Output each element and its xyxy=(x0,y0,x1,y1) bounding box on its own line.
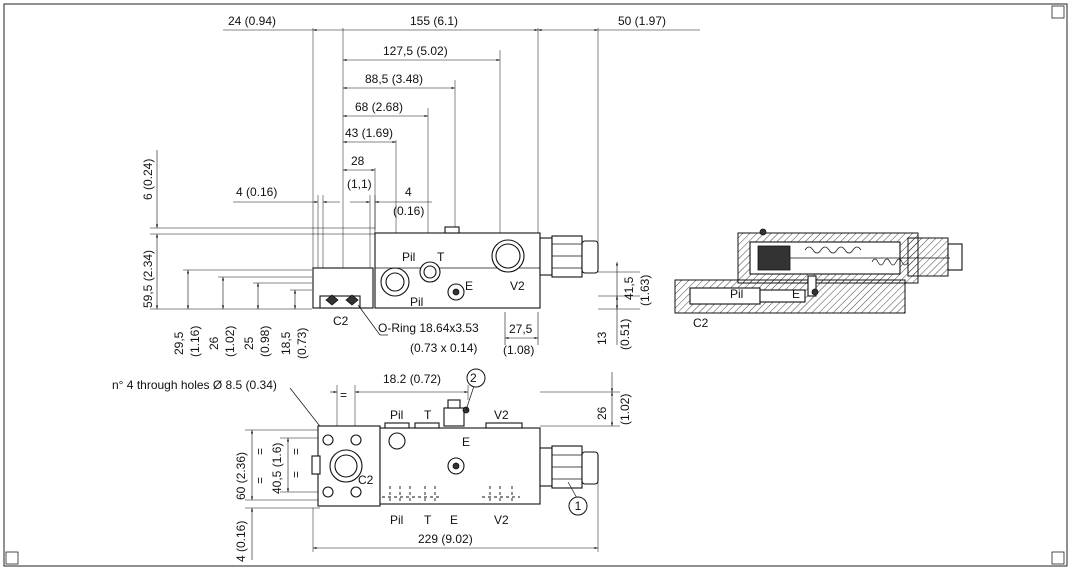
plan-dim-4: 4 (0.16) xyxy=(234,521,248,562)
port-label-pil-top: Pil xyxy=(402,250,415,264)
dim-28: 28 xyxy=(351,154,365,168)
dim-29-5: 29,5 xyxy=(172,331,186,355)
dim-68: 68 (2.68) xyxy=(355,100,403,114)
callout-2: 2 xyxy=(470,371,477,385)
port-label-c2: C2 xyxy=(333,314,349,328)
plan-label-e-bottom: E xyxy=(450,513,458,527)
section-channel-2 xyxy=(759,289,806,303)
plan-label-pil-top: Pil xyxy=(390,408,403,422)
section-end xyxy=(947,243,963,271)
dim-29-5-inch: (1.16) xyxy=(188,326,202,357)
eq-mark-3: = xyxy=(289,448,303,455)
plan-dim-26: 26 xyxy=(595,406,609,420)
dim-41-5-inch: (1.63) xyxy=(638,275,652,306)
side-top-plug xyxy=(444,226,460,234)
plan-label-v2-bottom: V2 xyxy=(494,513,509,527)
eq-mark-top: = xyxy=(340,388,347,402)
section-spring xyxy=(804,246,862,254)
dim-25: 25 xyxy=(242,336,256,350)
plan-label-t-bottom: T xyxy=(424,513,432,527)
dim-26: 26 xyxy=(207,336,221,350)
callout-1: 1 xyxy=(575,499,582,513)
dim-6: 6 (0.24) xyxy=(141,159,155,200)
dim-27-5: 27,5 xyxy=(509,322,533,336)
callout-2-circle xyxy=(466,368,486,388)
port-label-v2: V2 xyxy=(510,279,525,293)
dim-28-inch: (1,1) xyxy=(347,177,372,191)
plan-label-t-top: T xyxy=(424,408,432,422)
callout-1-circle xyxy=(568,496,588,516)
section-label-e: E xyxy=(792,287,800,301)
dim-4-right-inch: (0.16) xyxy=(393,204,424,218)
plan-label-v2-top: V2 xyxy=(494,408,509,422)
dim-26-inch: (1.02) xyxy=(223,326,237,357)
holes-note: n° 4 through holes Ø 8.5 (0.34) xyxy=(112,378,277,392)
plan-label-c2: C2 xyxy=(358,473,374,487)
section-spring-right xyxy=(871,258,909,266)
mount-hole-3 xyxy=(322,486,334,498)
plan-port-pil xyxy=(388,432,406,450)
oring-label: O-Ring 18.64x3.53 xyxy=(378,321,479,335)
dim-88-5: 88,5 (3.48) xyxy=(365,72,423,86)
section-piston xyxy=(757,245,791,271)
port-label-e: E xyxy=(465,279,473,293)
side-view-labels: 24 (0.94) 155 (6.1) 50 (1.97) 127,5 (5.0… xyxy=(141,14,666,359)
dim-13-inch: (0.51) xyxy=(618,319,632,350)
plan-dim-40-5: 40,5 (1.6) xyxy=(270,443,284,494)
section-channel xyxy=(689,287,761,305)
dim-25-inch: (0.98) xyxy=(258,326,272,357)
dim-59-5: 59,5 (2.34) xyxy=(141,250,155,308)
plan-nut-left xyxy=(539,447,553,487)
section-view: Pil E C2 xyxy=(674,228,963,330)
dim-41-5: 41,5 xyxy=(622,276,636,300)
oring-label-inch: (0.73 x 0.14) xyxy=(410,341,477,355)
drawing-frame xyxy=(3,3,1068,567)
dim-13: 13 xyxy=(595,331,609,345)
dim-18-5-inch: (0.73) xyxy=(295,328,309,359)
side-nut-left xyxy=(539,237,553,276)
dim-50: 50 (1.97) xyxy=(618,14,666,28)
plan-dim-26-inch: (1.02) xyxy=(618,394,632,425)
mount-hole-4 xyxy=(350,486,362,498)
dim-24: 24 (0.94) xyxy=(228,14,276,28)
section-drill xyxy=(807,275,817,297)
section-label-c2: C2 xyxy=(693,316,709,330)
side-view xyxy=(150,28,700,345)
side-hex-nut xyxy=(551,235,583,278)
plan-view xyxy=(245,368,620,560)
plan-dim-229: 229 (9.02) xyxy=(418,532,473,546)
plan-label-e-top: E xyxy=(462,435,470,449)
eq-mark-2: = xyxy=(253,477,267,484)
eq-mark-4: = xyxy=(289,471,303,478)
dim-155: 155 (6.1) xyxy=(410,14,458,28)
mount-hole-2 xyxy=(350,434,362,446)
plan-label-pil-bottom: Pil xyxy=(390,513,403,527)
frame-corners xyxy=(5,5,1065,565)
dim-18-2: 18.2 (0.72) xyxy=(383,372,441,386)
plan-side-plug xyxy=(311,455,321,475)
eq-mark-1: = xyxy=(253,448,267,455)
section-label-pil: Pil xyxy=(730,287,743,301)
dim-127-5: 127,5 (5.02) xyxy=(383,44,448,58)
plan-dim-60: 60 (2.36) xyxy=(234,452,248,500)
dim-4-right: 4 xyxy=(405,185,412,199)
port-label-t: T xyxy=(437,250,445,264)
section-cap xyxy=(907,237,949,277)
mount-hole-1 xyxy=(322,434,334,446)
dim-18-5: 18,5 xyxy=(279,331,293,355)
port-label-pil-bottom: Pil xyxy=(410,295,423,309)
dim-4-left: 4 (0.16) xyxy=(236,185,277,199)
side-cap xyxy=(581,240,599,274)
plan-cap xyxy=(581,451,599,485)
plan-adapter xyxy=(443,407,465,427)
plan-view-labels: n° 4 through holes Ø 8.5 (0.34) 18.2 (0.… xyxy=(112,371,632,562)
dim-27-5-inch: (1.08) xyxy=(503,343,534,357)
dim-43: 43 (1.69) xyxy=(345,126,393,140)
